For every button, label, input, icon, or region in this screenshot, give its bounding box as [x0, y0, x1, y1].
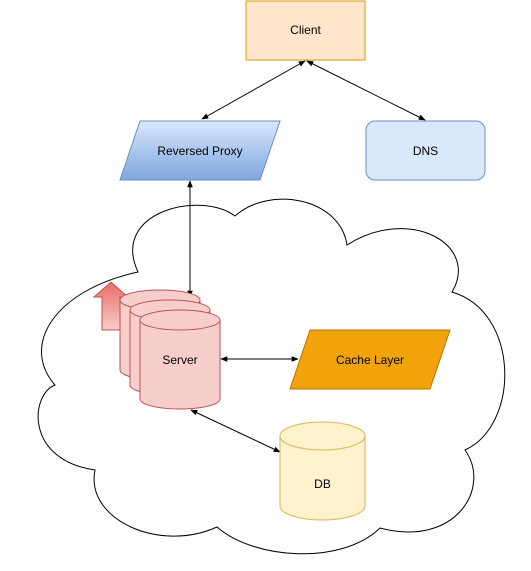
cache-layer-node[interactable]: Cache Layer [289, 329, 451, 390]
server-label: Server [162, 353, 197, 367]
cloud-shape [37, 198, 506, 555]
server-cylinder-front [139, 309, 221, 410]
cache-layer-label: Cache Layer [336, 353, 404, 367]
edge-client-proxy [201, 60, 306, 120]
client-node[interactable]: Client [245, 0, 366, 61]
client-label: Client [290, 23, 321, 37]
server-node[interactable]: Server [119, 289, 221, 410]
db-node[interactable]: DB [279, 421, 366, 521]
reversed-proxy-node[interactable]: Reversed Proxy [119, 120, 281, 181]
reversed-proxy-label: Reversed Proxy [157, 144, 242, 158]
dns-node[interactable]: DNS [365, 120, 486, 181]
edge-client-dns [306, 60, 426, 121]
dns-label: DNS [413, 144, 438, 158]
db-label: DB [314, 477, 331, 491]
edge-server-db [190, 409, 281, 453]
